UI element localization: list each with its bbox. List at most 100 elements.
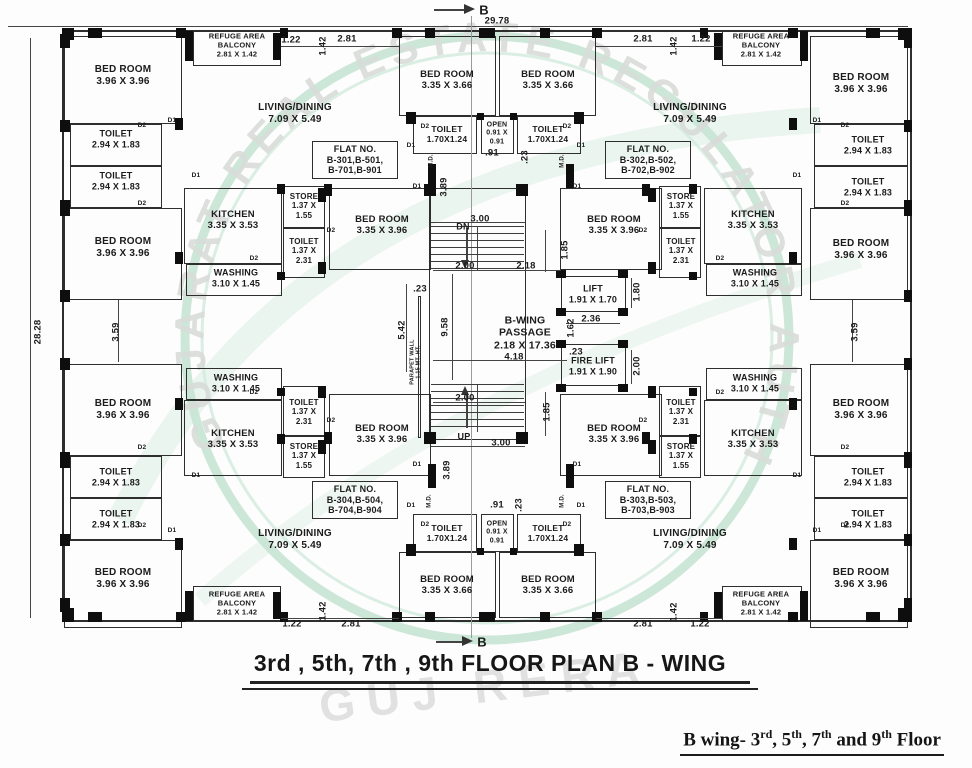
plan-label: TOILET 1.70X1.24 — [527, 522, 569, 543]
wall-pier — [866, 612, 880, 622]
plan-label: BED ROOM 3.96 X 3.96 — [832, 238, 890, 261]
plan-label: B — [477, 634, 487, 650]
stair-treads — [431, 384, 524, 432]
door-label: D2 — [715, 255, 725, 263]
wall-pier — [277, 184, 285, 194]
plan-label: 1.22 — [282, 618, 302, 630]
plan-label: 2.00 — [631, 356, 643, 376]
wall-pier — [60, 290, 70, 302]
plan-label: TOILET 2.94 X 1.83 — [843, 176, 893, 197]
plan-label: M.D. — [426, 494, 433, 508]
wall-pier — [714, 592, 722, 619]
plan-label: TOILET 2.94 X 1.83 — [843, 466, 893, 487]
room-outline — [810, 36, 908, 124]
wall-pier — [280, 28, 288, 38]
room-outline — [64, 364, 182, 456]
wall-pier — [689, 434, 697, 444]
plan-label: REFUGE AREA BALCONY 2.81 X 1.42 — [208, 589, 266, 617]
plan-label: 4.18 — [504, 351, 524, 363]
wall-pier — [540, 612, 550, 622]
dim-line — [8, 26, 908, 27]
plan-label: BED ROOM 3.35 X 3.66 — [420, 68, 474, 91]
plan-label: .23 — [413, 283, 427, 295]
door-label: D2 — [840, 522, 850, 530]
wall-pier — [618, 270, 628, 278]
door-label: D2 — [326, 227, 336, 235]
door-label: D2 — [840, 200, 850, 208]
door-label: D2 — [137, 122, 147, 130]
wall-pier — [618, 340, 628, 348]
wall-pier — [406, 112, 416, 124]
plan-label: 1.62 — [565, 318, 577, 338]
wall-pier — [273, 33, 281, 60]
plan-label: TOILET 2.94 X 1.83 — [91, 508, 141, 529]
plan-title: 3rd , 5th, 7th , 9th FLOOR PLAN B - WING — [160, 650, 820, 677]
wall-pier — [700, 612, 708, 622]
wall-pier — [318, 440, 326, 454]
room-outline — [186, 264, 282, 296]
plan-label: .23 — [519, 150, 531, 164]
wall-pier — [176, 28, 186, 38]
footer-note-sup: th — [791, 727, 802, 741]
dim-line — [471, 16, 472, 638]
door-label: D2 — [420, 123, 430, 131]
wall-pier — [324, 184, 332, 196]
plan-label: WASHING 3.10 X 1.45 — [730, 267, 780, 288]
plan-label: TOILET 2.94 X 1.83 — [91, 170, 141, 191]
plan-label: KITCHEN 3.35 X 3.53 — [207, 208, 259, 231]
stair-up-arrow-icon — [461, 386, 469, 395]
wall-pier — [566, 164, 574, 188]
room-outline — [517, 116, 581, 154]
plan-label: 1.22 — [690, 618, 710, 630]
wall-pier — [618, 308, 628, 316]
plan-label: TOILET 1.70X1.24 — [527, 123, 569, 144]
door-label: D1 — [191, 472, 201, 480]
room-outline — [810, 364, 908, 456]
plan-label: M.D. — [428, 154, 435, 168]
plan-label: LIVING/DINING 7.09 X 5.49 — [258, 528, 332, 551]
dim-line — [30, 38, 31, 618]
dim-line — [545, 230, 546, 272]
plan-label: BED ROOM 3.96 X 3.96 — [94, 398, 152, 421]
wall-pier — [60, 534, 70, 546]
wall-pier — [318, 386, 326, 398]
plan-label: 1.80 — [631, 282, 643, 302]
room-outline — [814, 456, 908, 498]
door-label: D1 — [576, 142, 586, 150]
door-label: D1 — [167, 117, 177, 125]
plan-label: KITCHEN 3.35 X 3.53 — [207, 427, 259, 450]
door-label: D1 — [167, 527, 177, 535]
room-outline — [413, 116, 477, 154]
room-outline — [283, 186, 325, 228]
room-outline — [810, 540, 908, 628]
wall-pier — [318, 262, 326, 274]
plan-label: BED ROOM 3.35 X 3.96 — [587, 213, 641, 236]
plan-label: STORE 1.37 X 1.55 — [289, 441, 319, 470]
wall-pier — [392, 28, 402, 38]
footer-note: B wing- 3rd, 5th, 7th and 9th Floor — [680, 727, 944, 757]
wall-pier — [904, 290, 912, 302]
door-label: D2 — [326, 417, 336, 425]
plan-label: TOILET 1.37 X 2.31 — [289, 236, 319, 265]
wall-pier — [477, 113, 484, 120]
room-outline — [399, 36, 496, 116]
flat-no-box — [605, 141, 691, 179]
wall-pier — [516, 432, 528, 444]
plan-title-text: 3rd , 5th, 7th , 9th FLOOR PLAN B - WING — [253, 650, 727, 676]
dim-line — [436, 641, 462, 643]
plan-label: FLAT NO. B-304,B-504, B-704,B-904 — [326, 484, 384, 516]
plan-label: .91 — [485, 147, 499, 159]
plan-label: 1.85 — [559, 240, 571, 260]
wall-pier — [556, 270, 566, 278]
room-outline — [329, 188, 431, 270]
wall-pier — [789, 118, 797, 130]
room-outline — [184, 188, 282, 264]
fire-lift — [561, 344, 626, 386]
room-outline — [659, 386, 701, 436]
room-outline — [706, 264, 802, 296]
plan-label: TOILET 1.70X1.24 — [426, 123, 468, 144]
section-arrow-icon — [464, 4, 475, 14]
plan-label: 3.00 — [470, 213, 490, 225]
footer-note-sup: rd — [760, 727, 773, 741]
